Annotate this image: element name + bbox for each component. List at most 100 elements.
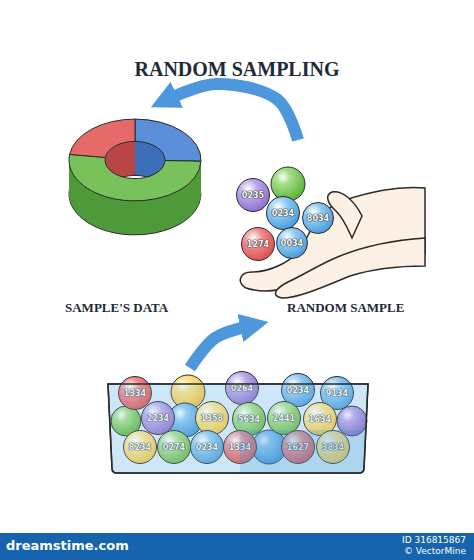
donut-side	[69, 185, 201, 232]
donut-side	[69, 161, 201, 208]
ball-number: 1334	[229, 443, 251, 452]
donut-side	[70, 140, 135, 178]
flow-arrow	[166, 84, 298, 140]
donut-side	[135, 129, 201, 171]
ball-number: 0264	[231, 384, 253, 393]
ball-number: 2441	[273, 414, 295, 423]
donut-segment	[70, 119, 135, 157]
donut-side	[70, 149, 135, 187]
watermark-text: © VectorMine	[404, 546, 466, 556]
ball-number: 0274	[163, 443, 185, 452]
donut-side	[69, 164, 201, 211]
donut-side	[70, 126, 135, 164]
donut-side	[69, 178, 201, 225]
donut-side	[70, 124, 135, 162]
donut-side	[70, 148, 135, 186]
donut-side	[70, 133, 135, 171]
donut-side	[70, 120, 135, 158]
donut-side	[69, 159, 201, 206]
donut-side	[70, 121, 135, 159]
donut-side	[135, 134, 201, 176]
donut-side	[135, 131, 201, 173]
donut-side	[135, 142, 201, 184]
donut-side	[69, 162, 201, 209]
donut-side	[70, 131, 135, 169]
number-ball: 1627	[281, 430, 315, 464]
donut-side	[69, 172, 201, 219]
donut-side	[135, 138, 201, 180]
donut-side	[70, 144, 135, 182]
donut-side	[69, 175, 201, 222]
donut-side	[135, 130, 201, 172]
donut-side	[135, 126, 201, 168]
ball-number: 1334	[124, 389, 146, 398]
ball-number: 0034	[281, 239, 303, 248]
donut-side	[135, 125, 201, 167]
donut-side	[135, 152, 201, 194]
ball-number: 8234	[129, 443, 151, 452]
bowl-shade	[240, 430, 366, 473]
diagram-title: RANDOM SAMPLING	[0, 58, 474, 81]
donut-side	[69, 187, 201, 234]
donut-side	[69, 176, 201, 223]
donut-side	[70, 132, 135, 170]
number-ball: 3834	[316, 430, 350, 464]
donut-side	[70, 134, 135, 172]
ball-number: 0235	[242, 191, 264, 200]
donut-side	[69, 165, 201, 212]
donut-side	[69, 167, 201, 214]
group-label: SAMPLE'S DATA	[65, 300, 168, 316]
donut-side	[135, 135, 201, 177]
ball-number: 1634	[309, 415, 331, 424]
donut-side	[70, 127, 135, 165]
donut-side	[135, 148, 201, 190]
donut-side	[135, 140, 201, 182]
ball-number: 5634	[238, 415, 260, 424]
ball-number: 0234	[287, 386, 309, 395]
number-ball: 0234	[190, 430, 224, 464]
donut-side	[135, 124, 201, 166]
donut-side	[70, 122, 135, 160]
ball-number: 9134	[326, 389, 348, 398]
donut-side	[70, 137, 135, 175]
donut-side	[70, 130, 135, 168]
donut-side	[69, 181, 201, 228]
ball-number: 1274	[247, 240, 269, 249]
donut-side	[70, 129, 135, 167]
donut-side	[70, 153, 135, 191]
number-ball: 0034	[276, 227, 308, 259]
donut-side	[135, 153, 201, 195]
donut-side	[70, 145, 135, 183]
donut-side	[70, 142, 135, 180]
donut-side	[135, 127, 201, 169]
donut-side	[135, 132, 201, 174]
donut-side	[70, 136, 135, 174]
ball-number: 2234	[147, 414, 169, 423]
donut-side	[69, 179, 201, 226]
donut-side	[69, 188, 201, 235]
plain-ball	[171, 375, 205, 409]
chart-group: SAMPLE'S DATA	[55, 105, 230, 320]
donut-side	[135, 151, 201, 193]
number-ball: 1334	[223, 430, 257, 464]
donut-side	[69, 184, 201, 231]
donut-side	[70, 141, 135, 179]
donut-side	[70, 147, 135, 185]
donut-side	[135, 128, 201, 170]
watermark-text: ID 316815867	[402, 535, 466, 545]
donut-side	[69, 155, 201, 202]
ball-number: 1358	[201, 414, 223, 423]
donut-side	[69, 183, 201, 230]
donut-side	[69, 166, 201, 213]
donut-side	[69, 177, 201, 224]
donut-side	[135, 144, 201, 186]
donut-side	[70, 123, 135, 161]
donut-side	[135, 149, 201, 191]
watermark-bar	[0, 533, 474, 560]
donut-side	[69, 168, 201, 215]
donut-side	[70, 150, 135, 188]
donut-side	[69, 158, 201, 205]
donut-side	[70, 151, 135, 189]
donut-side	[135, 139, 201, 181]
